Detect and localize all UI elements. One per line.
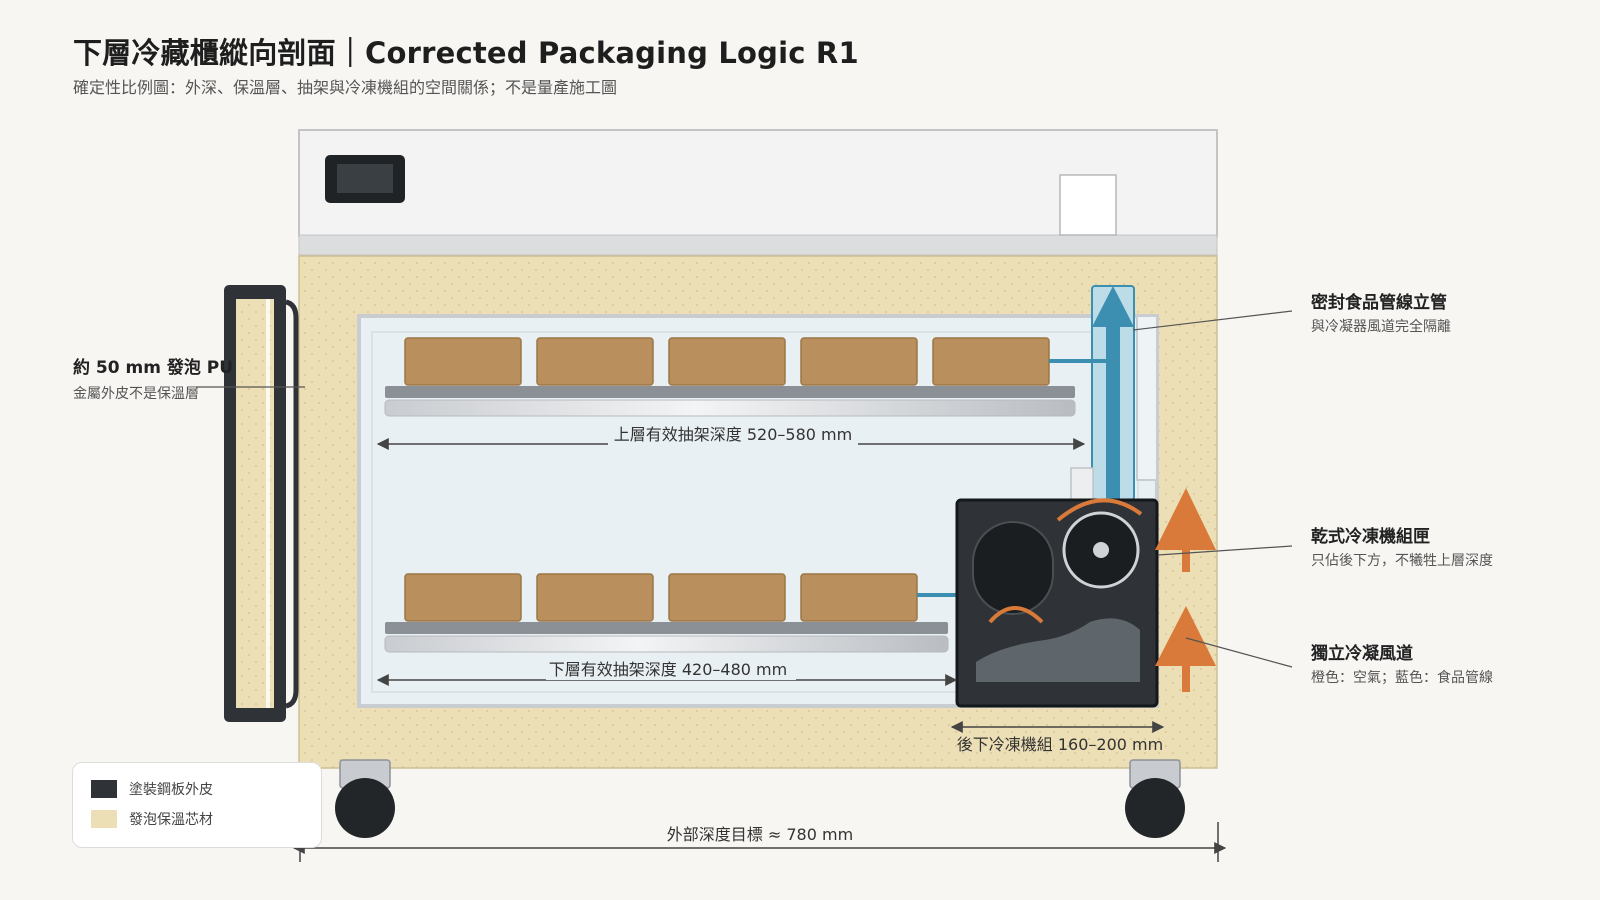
- page-subtitle: 確定性比例圖：外深、保溫層、抽架與冷凍機組的空間關係；不是量產施工圖: [73, 78, 618, 97]
- legend-label-steel: 塗裝鋼板外皮: [129, 782, 213, 798]
- legend-swatch-foam: [91, 810, 117, 828]
- lower-drawer-dimension-bg: [546, 658, 796, 680]
- upper-drawer-dimension-bg: [608, 423, 858, 445]
- evaporator-mass: [976, 618, 1140, 682]
- fan-airflow-arc: [1056, 498, 1143, 522]
- air-duct-arrow-lower: [1155, 606, 1216, 666]
- duct-callout-title: 獨立冷凝風道: [1311, 644, 1413, 664]
- lower-drawer-dimension-label: 下層有效抽架深度 420–480 mm: [549, 660, 787, 679]
- legend-label-foam: 發泡保溫芯材: [129, 812, 213, 828]
- air-duct-stem-upper: [1182, 550, 1190, 572]
- lower-container-1: [404, 573, 522, 622]
- riser-up-arrow: [1092, 286, 1134, 327]
- door-gasket-line: [266, 299, 270, 708]
- insulation-callout-note: 金屬外皮不是保溫層: [73, 386, 199, 402]
- lower-drawer-rail: [384, 635, 949, 653]
- unit-depth-dimension-label: 後下冷凍機組 160–200 mm: [957, 735, 1163, 754]
- riser-side-pocket: [1136, 315, 1158, 481]
- insulation-callout-title: 約 50 mm 發泡 PU: [73, 358, 234, 378]
- upper-container-2: [536, 337, 654, 386]
- caster-wheel-rear: [1125, 778, 1185, 838]
- upper-container-3: [668, 337, 786, 386]
- upper-containers: [404, 337, 1050, 386]
- air-duct-stem-lower: [1182, 666, 1190, 692]
- lower-shelf: [385, 622, 948, 634]
- lower-container-3: [668, 573, 786, 622]
- upper-drawer-rail: [384, 399, 1076, 417]
- unit-callout-title: 乾式冷凍機組匣: [1311, 527, 1430, 547]
- outer-depth-dimension-label: 外部深度目標 ≈ 780 mm: [667, 825, 853, 844]
- lower-container-2: [536, 573, 654, 622]
- unit-leader: [1157, 545, 1293, 556]
- riser-inner-tube: [1106, 318, 1120, 500]
- upper-container-4: [800, 337, 918, 386]
- compressor-airflow-arc: [988, 606, 1044, 624]
- upper-drawer-dimension-label: 上層有效抽架深度 520–580 mm: [614, 425, 852, 444]
- riser-cap: [1059, 174, 1117, 236]
- page-title: 下層冷藏櫃縱向剖面｜Corrected Packaging Logic R1: [73, 36, 859, 70]
- riser-callout-note: 與冷凝器風道完全隔離: [1311, 319, 1451, 335]
- riser-callout-title: 密封食品管線立管: [1311, 293, 1447, 313]
- riser-leader: [1132, 310, 1293, 331]
- upper-shelf: [385, 386, 1075, 398]
- caster-wheel-front: [335, 778, 395, 838]
- air-duct-arrow-upper: [1155, 488, 1216, 550]
- lower-container-4: [800, 573, 918, 622]
- upper-container-1: [404, 337, 522, 386]
- legend-swatch-steel: [91, 780, 117, 798]
- legend-item-foam: 發泡保溫芯材: [91, 809, 213, 829]
- display-screen: [337, 164, 393, 193]
- compressor: [972, 521, 1054, 615]
- duct-callout-note: 橙色：空氣；藍色：食品管線: [1311, 670, 1493, 686]
- fan-hub: [1093, 542, 1109, 558]
- unit-callout-note: 只佔後下方，不犧牲上層深度: [1311, 553, 1493, 569]
- door-handle: [285, 299, 299, 709]
- upper-container-5: [932, 337, 1050, 386]
- duct-leader: [1185, 637, 1293, 668]
- lower-containers: [404, 573, 918, 622]
- countertop-edge: [298, 234, 1218, 256]
- riser-bracket: [1070, 467, 1094, 501]
- legend-item-steel: 塗裝鋼板外皮: [91, 779, 213, 799]
- legend: 塗裝鋼板外皮 發泡保溫芯材: [72, 762, 322, 848]
